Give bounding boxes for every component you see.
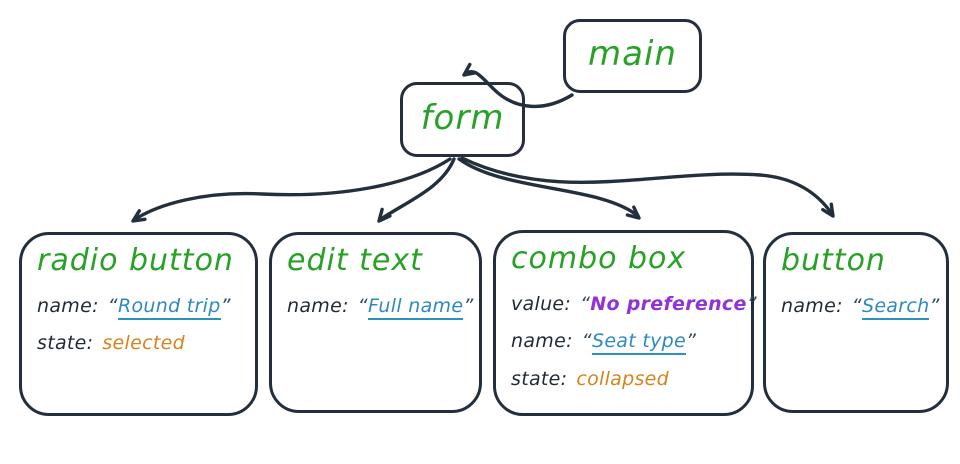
combo-box-value-row: value: “No preference” xyxy=(511,292,757,318)
combo-box-name-row: name: “Seat type” xyxy=(511,329,736,356)
close-quote: ” xyxy=(685,330,697,353)
close-quote: ” xyxy=(929,294,940,317)
button-name-row: name: “Search” xyxy=(781,294,939,320)
prop-value-name: Search xyxy=(861,294,930,320)
prop-key: name: xyxy=(781,294,843,317)
radio-button-name-row: name: “Round trip” xyxy=(37,294,240,320)
node-radio-button: radio button name: “Round trip” state: sel… xyxy=(19,232,258,416)
close-quote: ” xyxy=(220,294,231,317)
open-quote: “ xyxy=(107,294,118,317)
prop-key: state: xyxy=(511,367,568,390)
node-edit-text: edit text name: “Full name” xyxy=(269,232,482,413)
node-form-label: form xyxy=(420,97,505,138)
open-quote: “ xyxy=(357,294,368,317)
node-combo-box: combo box value:“No preference” name:“Se… xyxy=(493,230,757,416)
prop-key: name: xyxy=(511,330,573,353)
prop-value-state: collapsed xyxy=(576,367,670,390)
node-button-title: button xyxy=(781,243,886,278)
prop-value-name: Round trip xyxy=(117,294,221,320)
prop-key: state: xyxy=(37,332,94,355)
node-edit-text-title: edit text xyxy=(287,243,423,278)
prop-key: name: xyxy=(37,294,99,317)
prop-value-state: selected xyxy=(102,332,185,355)
edge-form-edit-text xyxy=(377,157,456,223)
node-form: form xyxy=(400,82,525,157)
close-quote: ” xyxy=(746,292,757,315)
prop-key: name: xyxy=(287,294,349,317)
radio-button-state-row: state: selected xyxy=(37,331,240,357)
node-radio-button-title: radio button xyxy=(37,243,234,278)
combo-box-state-row: state: collapsed xyxy=(511,367,736,393)
node-main: main xyxy=(563,19,702,93)
node-button: button name: “Search” xyxy=(763,232,949,413)
open-quote: “ xyxy=(581,330,592,353)
edge-form-radio-button xyxy=(131,157,452,223)
open-quote: “ xyxy=(851,294,862,317)
node-main-label: main xyxy=(588,34,677,74)
edge-form-button xyxy=(460,156,835,218)
open-quote: “ xyxy=(580,292,591,315)
prop-value-current: No preference xyxy=(590,292,747,315)
prop-value-name: Seat type xyxy=(591,330,686,356)
close-quote: ” xyxy=(463,294,474,317)
prop-key: value: xyxy=(511,292,572,315)
edge-form-combo-box xyxy=(457,157,641,220)
node-combo-box-title: combo box xyxy=(511,241,687,276)
prop-value-name: Full name xyxy=(367,294,464,320)
edit-text-name-row: name: “Full name” xyxy=(287,294,473,320)
